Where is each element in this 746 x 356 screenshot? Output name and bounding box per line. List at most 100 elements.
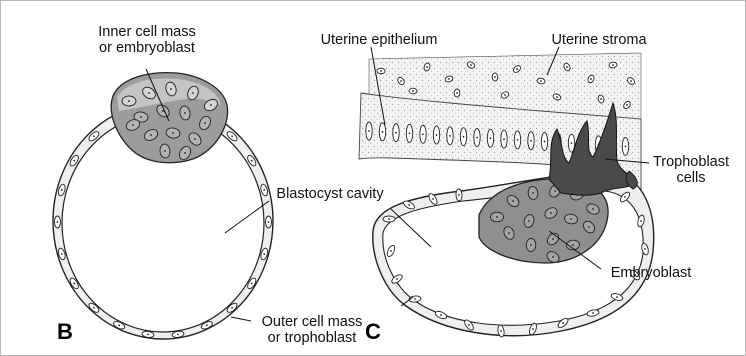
inner-cell-mass-cell-nucleolus bbox=[192, 92, 194, 94]
inner-cell-mass-cell-nucleolus bbox=[148, 92, 150, 94]
inner-cell-mass-cell-nucleolus bbox=[170, 88, 172, 90]
embryoblast-cell-nucleolus bbox=[592, 208, 594, 210]
trophoblast-cell-nucleolus bbox=[458, 194, 460, 196]
trophoblast-cell-nucleolus bbox=[73, 282, 75, 284]
embryoblast-cell-nucleolus bbox=[588, 226, 590, 228]
panel-letter-c: C bbox=[365, 319, 381, 345]
trophoblast-cell-nucleolus bbox=[468, 324, 470, 326]
embryoblast-cell-nucleolus bbox=[508, 232, 510, 234]
embryoblast-cell-nucleolus bbox=[530, 244, 532, 246]
trophoblast-cell-nucleolus bbox=[118, 324, 120, 326]
trophoblast-cell-nucleolus bbox=[616, 296, 618, 298]
label-embryoblast: Embryoblast bbox=[599, 265, 703, 281]
stroma-cell-nucleolus bbox=[504, 94, 506, 96]
embryoblast-cell-nucleolus bbox=[496, 216, 498, 218]
trophoblast-cell-nucleolus bbox=[390, 250, 392, 252]
epithelium-cell-nucleolus bbox=[571, 142, 573, 144]
inner-cell-mass-cell-nucleolus bbox=[128, 100, 130, 102]
epithelium-cell-nucleolus bbox=[395, 132, 397, 134]
epithelium-cell-nucleolus bbox=[463, 136, 465, 138]
epithelium-cell-nucleolus bbox=[476, 137, 478, 139]
embryoblast-cell-nucleolus bbox=[532, 192, 534, 194]
label-trophoblast-cells: Trophoblast cells bbox=[645, 154, 737, 186]
trophoblast-cell-nucleolus bbox=[93, 307, 95, 309]
trophoblast-cell-nucleolus bbox=[408, 204, 410, 206]
epithelium-cell-nucleolus bbox=[490, 137, 492, 139]
trophoblast-cell-nucleolus bbox=[251, 282, 253, 284]
epithelium-cell-nucleolus bbox=[530, 140, 532, 142]
epithelium-cell-nucleolus bbox=[382, 131, 384, 133]
stroma-cell-nucleolus bbox=[612, 64, 614, 66]
trophoblast-cell-nucleolus bbox=[388, 218, 390, 220]
stroma-cell-nucleolus bbox=[590, 78, 592, 80]
trophoblast-cell-nucleolus bbox=[532, 328, 534, 330]
stroma-cell-nucleolus bbox=[400, 80, 402, 82]
label-outer-cell-mass-line2: or trophoblast bbox=[247, 330, 377, 346]
panel-letter-b: B bbox=[57, 319, 73, 345]
epithelium-cell-nucleolus bbox=[544, 141, 546, 143]
stroma-cell-nucleolus bbox=[456, 92, 458, 94]
embryoblast-cell-nucleolus bbox=[572, 244, 574, 246]
inner-cell-mass-cell-nucleolus bbox=[162, 110, 164, 112]
trophoblast-cell-nucleolus bbox=[147, 333, 149, 335]
epithelium-cell-nucleolus bbox=[368, 130, 370, 132]
trophoblast-cell-nucleolus bbox=[206, 324, 208, 326]
epithelium-cell-nucleolus bbox=[503, 138, 505, 140]
label-trophoblast-line2: cells bbox=[645, 170, 737, 186]
trophoblast-cell-nucleolus bbox=[263, 253, 265, 255]
trophoblast-cell-nucleolus bbox=[57, 221, 59, 223]
embryoblast-cell-nucleolus bbox=[550, 212, 552, 214]
stroma-cell-nucleolus bbox=[556, 96, 558, 98]
stroma-cell-nucleolus bbox=[630, 80, 632, 82]
trophoblast-cell-nucleolus bbox=[640, 220, 642, 222]
stroma-cell-nucleolus bbox=[540, 80, 542, 82]
trophoblast-cell-nucleolus bbox=[562, 322, 564, 324]
stroma-cell-nucleolus bbox=[380, 70, 382, 72]
stroma-cell-nucleolus bbox=[566, 66, 568, 68]
trophoblast-cell-nucleolus bbox=[440, 314, 442, 316]
blastocyst-b bbox=[53, 73, 273, 339]
inner-cell-mass-cell-nucleolus bbox=[184, 112, 186, 114]
trophoblast-cell-nucleolus bbox=[61, 253, 63, 255]
stroma-cell-nucleolus bbox=[516, 68, 518, 70]
label-uterine-stroma: Uterine stroma bbox=[539, 32, 659, 48]
inner-cell-mass-cell-nucleolus bbox=[172, 132, 174, 134]
embryoblast-cell-nucleolus bbox=[552, 256, 554, 258]
inner-cell-mass-cell-nucleolus bbox=[132, 124, 134, 126]
epithelium-cell-nucleolus bbox=[625, 145, 627, 147]
embryoblast-cell-nucleolus bbox=[528, 220, 530, 222]
stroma-cell-nucleolus bbox=[412, 90, 414, 92]
embryoblast-cell-nucleolus bbox=[570, 218, 572, 220]
stroma-cell-nucleolus bbox=[448, 78, 450, 80]
label-uterine-epithelium: Uterine epithelium bbox=[303, 32, 455, 48]
inner-cell-mass-cell-nucleolus bbox=[150, 134, 152, 136]
stroma-cell-nucleolus bbox=[426, 66, 428, 68]
epithelium-cell-nucleolus bbox=[409, 133, 411, 135]
inner-cell-mass-cell-nucleolus bbox=[184, 152, 186, 154]
trophoblast-cell-nucleolus bbox=[177, 333, 179, 335]
embryoblast-cell-nucleolus bbox=[512, 200, 514, 202]
trophoblast-cell-nucleolus bbox=[432, 198, 434, 200]
trophoblast-cell-nucleolus bbox=[93, 135, 95, 137]
inner-cell-mass-cell-nucleolus bbox=[194, 138, 196, 140]
epithelium-cell-nucleolus bbox=[517, 139, 519, 141]
trophoblast-cell-nucleolus bbox=[73, 160, 75, 162]
label-inner-cell-mass-line2: or embryoblast bbox=[79, 40, 215, 56]
inner-cell-mass-cell-nucleolus bbox=[210, 104, 212, 106]
trophoblast-cell-nucleolus bbox=[644, 248, 646, 250]
label-outer-cell-mass-line1: Outer cell mass bbox=[247, 314, 377, 330]
epithelium-cell-nucleolus bbox=[422, 133, 424, 135]
epithelium-cell-nucleolus bbox=[436, 134, 438, 136]
inner-cell-mass-cell-nucleolus bbox=[140, 116, 142, 118]
stroma-cell-nucleolus bbox=[626, 104, 628, 106]
inner-cell-mass-cell-nucleolus bbox=[204, 122, 206, 124]
label-trophoblast-line1: Trophoblast bbox=[645, 154, 737, 170]
inner-cell-mass-cell-nucleolus bbox=[164, 150, 166, 152]
trophoblast-cell-nucleolus bbox=[231, 135, 233, 137]
stroma-cell-nucleolus bbox=[470, 64, 472, 66]
stroma-cell-nucleolus bbox=[494, 76, 496, 78]
trophoblast-cell-nucleolus bbox=[61, 189, 63, 191]
stroma-cell-nucleolus bbox=[600, 98, 602, 100]
trophoblast-cell-nucleolus bbox=[592, 312, 594, 314]
